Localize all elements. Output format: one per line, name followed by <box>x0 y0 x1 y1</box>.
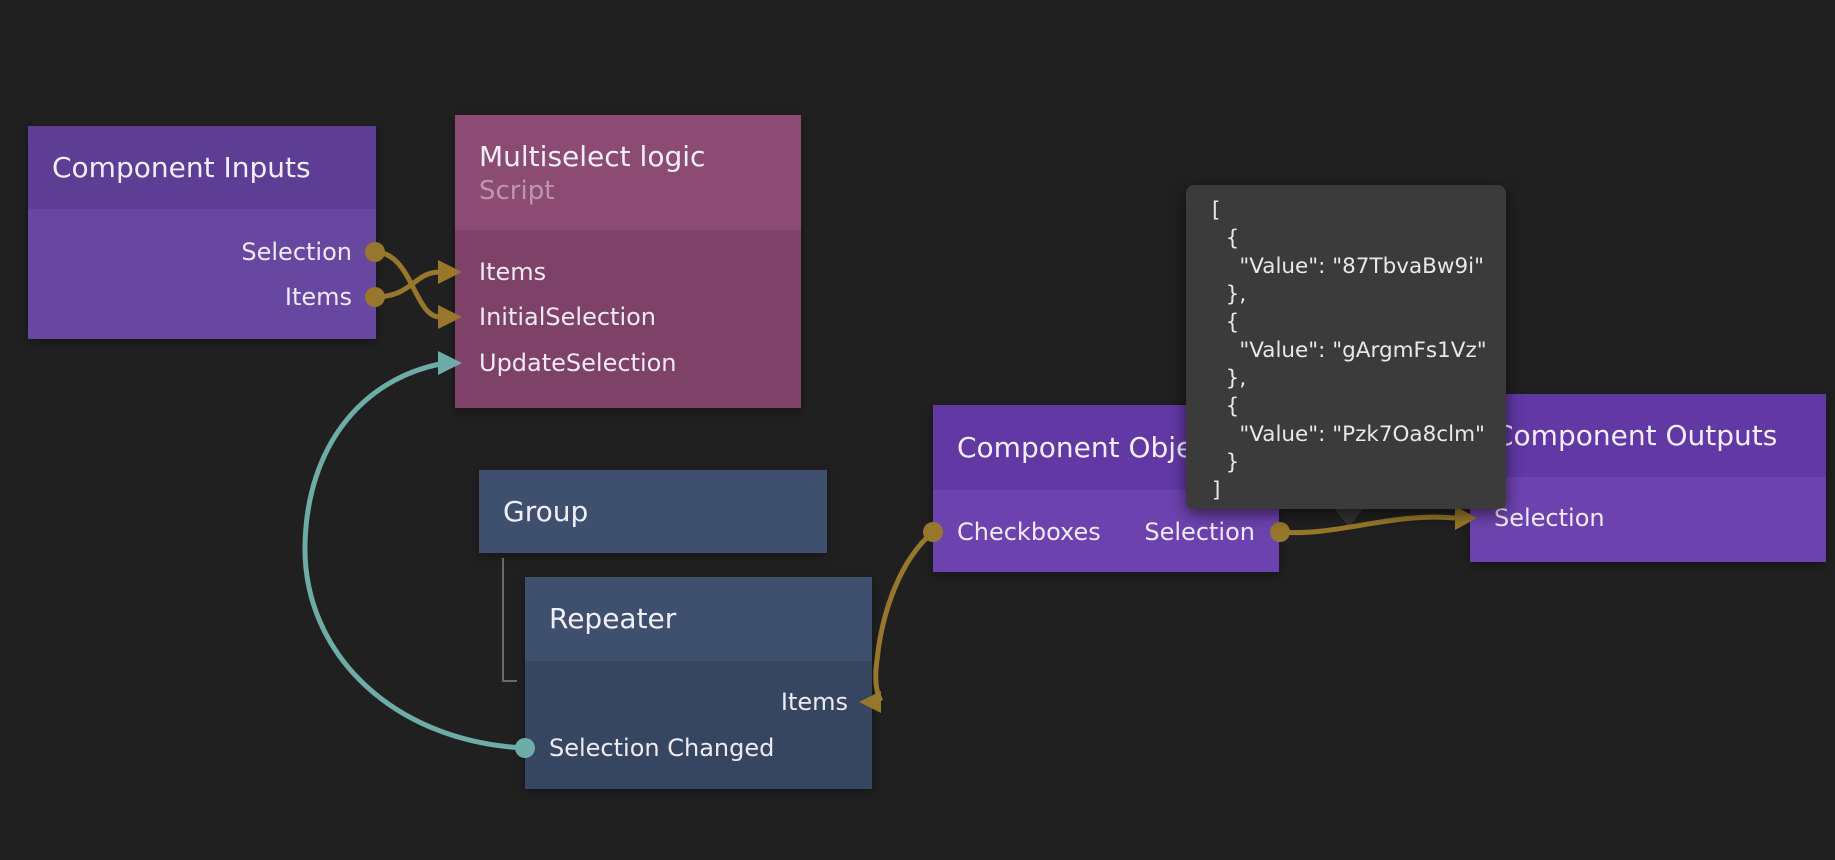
port-label: InitialSelection <box>479 303 657 331</box>
port-checkboxes-output[interactable]: Checkboxes <box>957 518 1101 546</box>
wire-checkboxes-to-repeater-items[interactable] <box>873 530 935 703</box>
event-port-dot[interactable] <box>515 738 535 758</box>
group-child-connector-line <box>502 558 517 682</box>
node-title: Component Object <box>957 430 1220 464</box>
node-multiselect-logic-script[interactable]: Multiselect logic Script Items InitialSe… <box>455 115 801 408</box>
tooltip-pointer-icon <box>1334 508 1364 527</box>
port-items-input[interactable]: Items <box>549 685 848 719</box>
port-selection-changed-event[interactable]: Selection Changed <box>549 731 848 765</box>
input-arrow-icon[interactable] <box>438 351 462 375</box>
port-selection-output[interactable]: Selection <box>1144 518 1255 546</box>
wire-objectselection-to-outputselection[interactable] <box>1279 514 1456 536</box>
port-label: Items <box>284 283 352 311</box>
tooltip-json-text: [ { "Value": "87TbvaBw9i" }, { "Value": … <box>1212 198 1487 503</box>
port-initialselection-input[interactable]: InitialSelection <box>479 300 777 334</box>
wire-items-to-items[interactable] <box>374 269 441 300</box>
input-arrow-icon[interactable] <box>1455 506 1477 530</box>
node-component-outputs[interactable]: Component Outputs Selection <box>1470 394 1826 562</box>
value-preview-tooltip: [ { "Value": "87TbvaBw9i" }, { "Value": … <box>1186 185 1506 509</box>
port-label: Selection <box>1494 504 1605 532</box>
port-items-input[interactable]: Items <box>479 255 777 289</box>
node-header: Multiselect logic Script <box>455 115 801 230</box>
node-header: Group <box>479 470 827 553</box>
node-repeater[interactable]: Repeater Items Selection Changed <box>525 577 872 789</box>
node-group[interactable]: Group <box>479 470 827 553</box>
input-arrow-icon[interactable] <box>438 260 462 284</box>
output-port-dot[interactable] <box>365 287 385 307</box>
port-label: Selection Changed <box>549 734 775 762</box>
node-subtitle: Script <box>479 175 555 206</box>
port-selection-input[interactable]: Selection <box>1494 501 1802 535</box>
node-title: Group <box>503 494 589 528</box>
node-header: Component Outputs <box>1470 394 1826 477</box>
node-title: Repeater <box>549 602 677 635</box>
node-component-inputs[interactable]: Component Inputs Selection Items <box>28 126 376 339</box>
node-header: Component Inputs <box>28 126 376 209</box>
output-port-dot[interactable] <box>923 522 943 542</box>
port-selection-output[interactable]: Selection <box>52 235 352 269</box>
output-port-dot[interactable] <box>1270 522 1290 542</box>
wire-selectionchanged-to-updateselection[interactable] <box>302 361 526 751</box>
input-arrow-icon[interactable] <box>859 691 881 713</box>
port-items-output[interactable]: Items <box>52 280 352 314</box>
node-title: Component Outputs <box>1494 418 1778 452</box>
node-header: Repeater <box>525 577 872 661</box>
port-label: UpdateSelection <box>479 349 677 377</box>
port-label: Selection <box>241 238 352 266</box>
node-title: Multiselect logic <box>479 139 706 173</box>
port-label: Items <box>780 688 848 716</box>
node-title: Component Inputs <box>52 150 311 184</box>
port-label: Items <box>479 258 547 286</box>
port-updateselection-input[interactable]: UpdateSelection <box>479 346 777 380</box>
input-arrow-icon[interactable] <box>438 305 462 329</box>
output-port-dot[interactable] <box>365 242 385 262</box>
port-row: Checkboxes Selection <box>957 515 1255 549</box>
